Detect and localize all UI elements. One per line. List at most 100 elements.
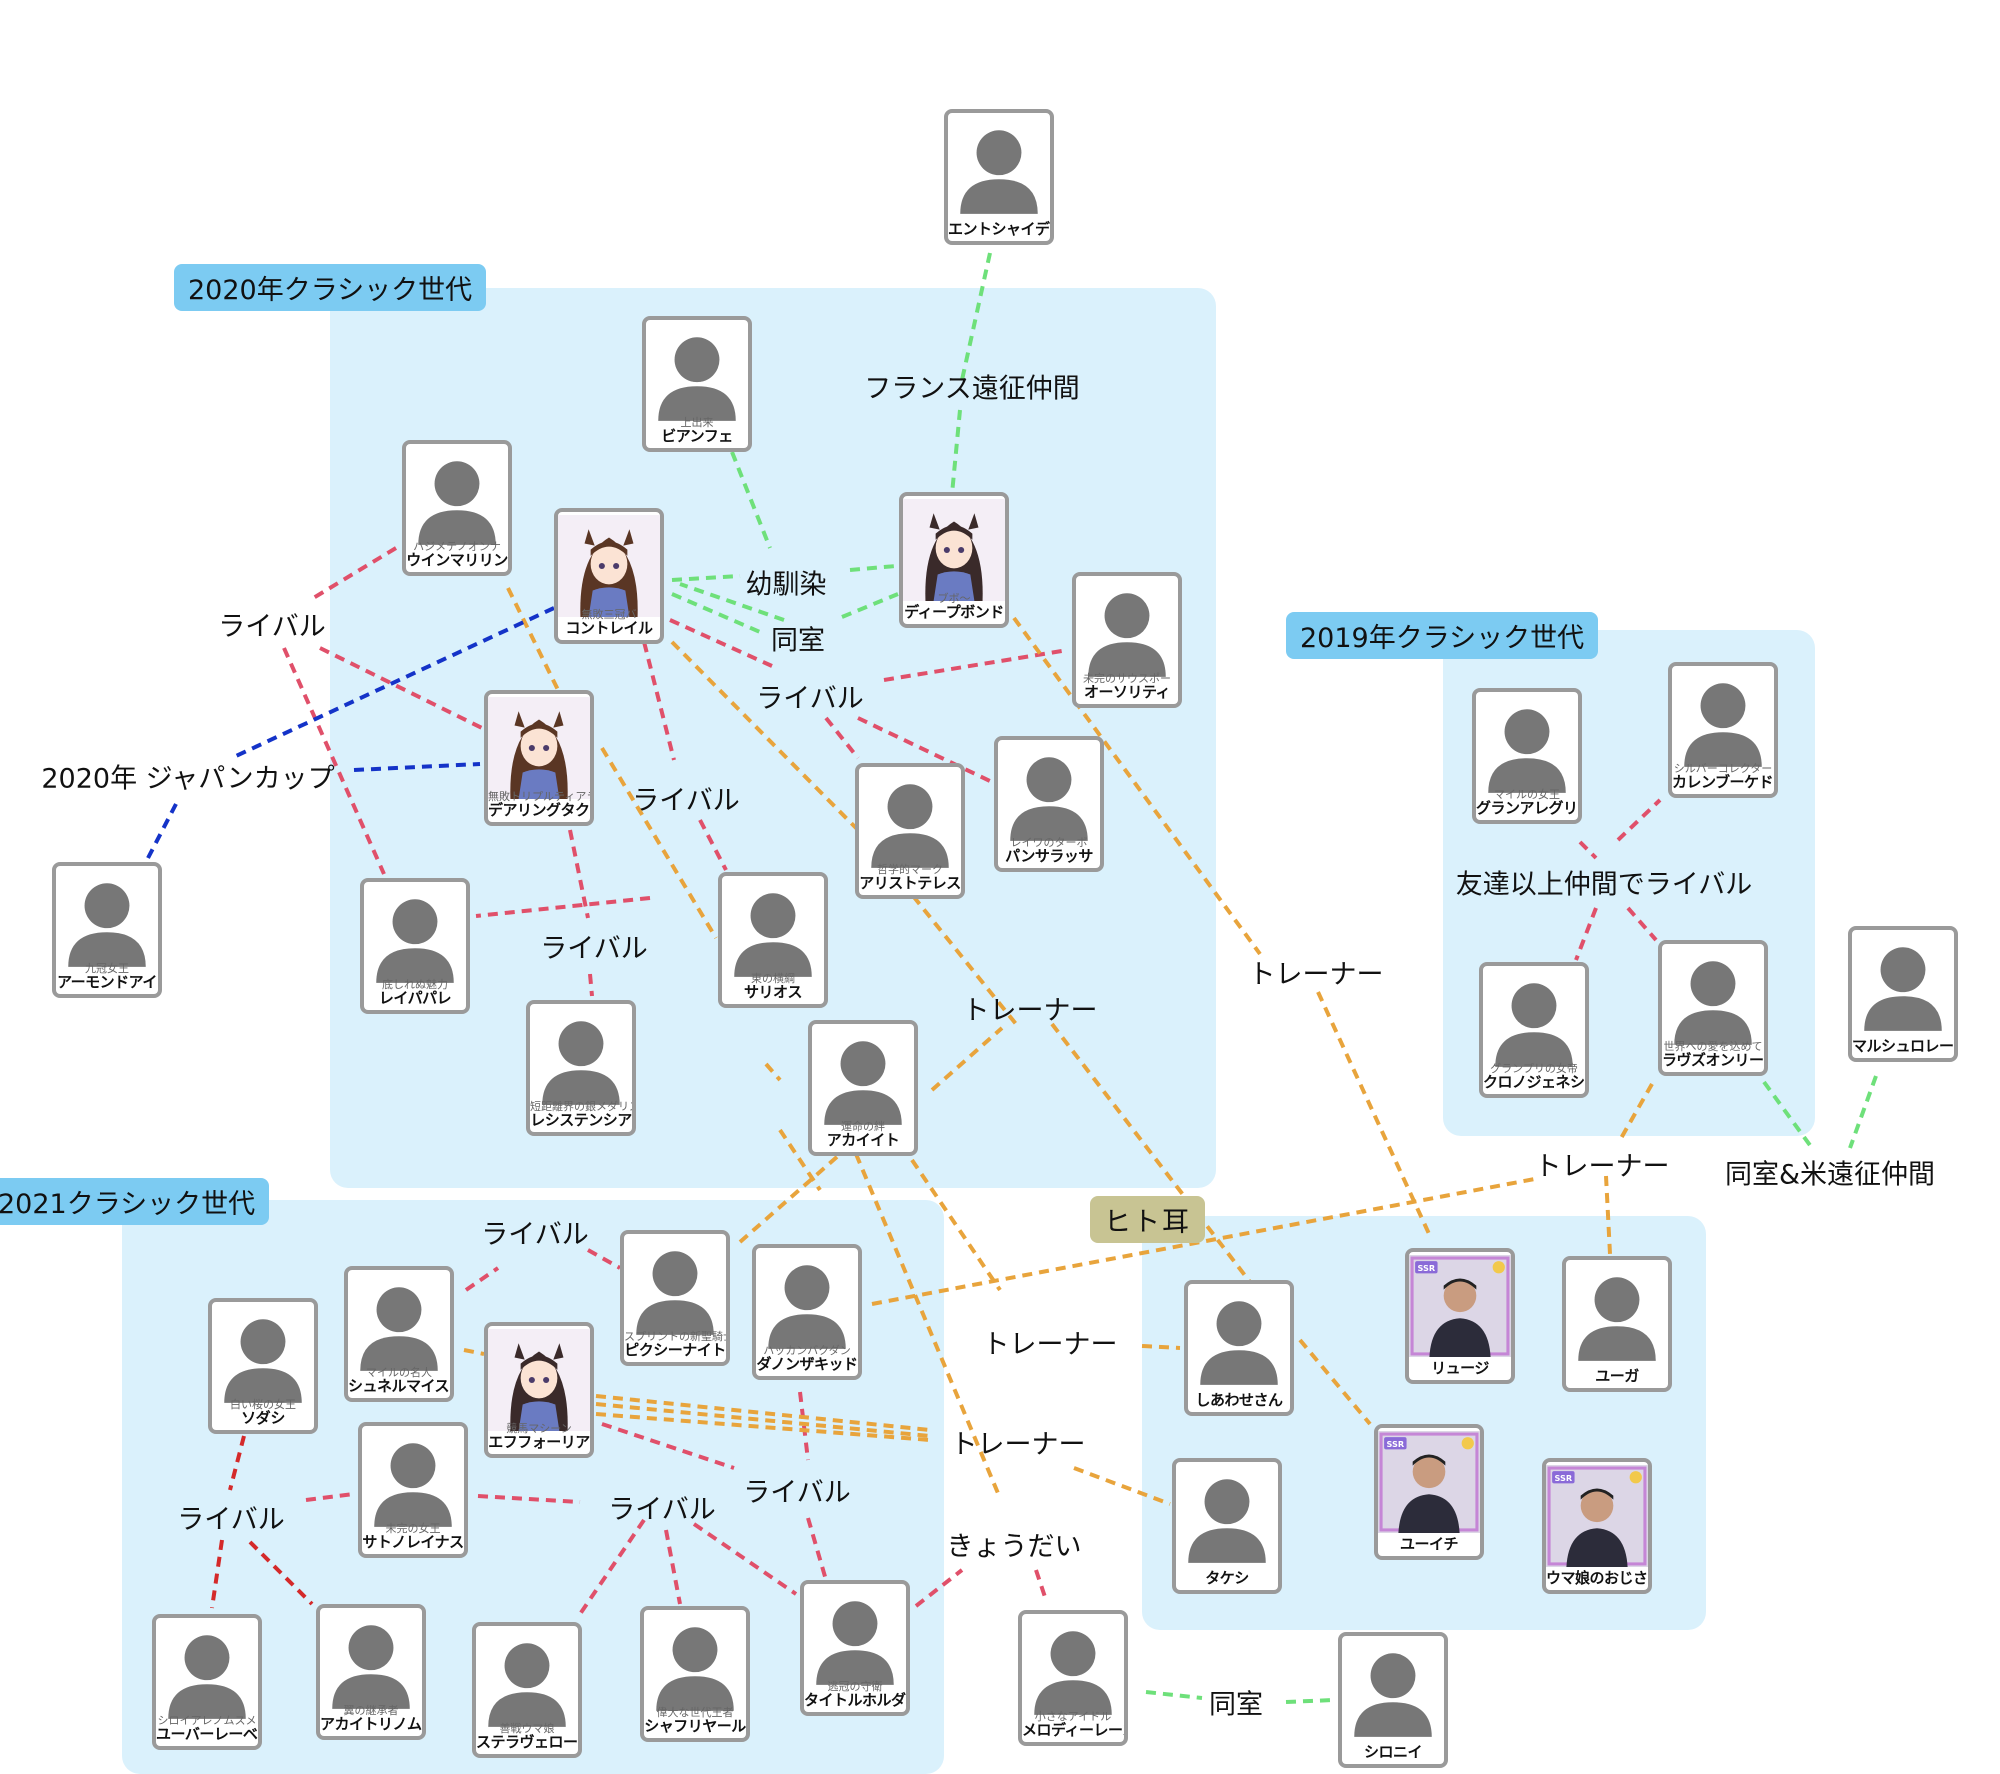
- relation-line: [664, 1529, 682, 1605]
- character-name: レシステンシア: [530, 1111, 632, 1129]
- relation-line: [1050, 1022, 1252, 1284]
- character-name: アリストテレス: [859, 874, 961, 892]
- person-silhouette-icon: [1476, 694, 1578, 798]
- character-node[interactable]: レイワのターボパンサラッサ: [994, 736, 1104, 872]
- character-node[interactable]: ブボ〜ディープボンド: [899, 492, 1009, 628]
- character-subtitle: マイルの女王: [1494, 788, 1560, 801]
- person-silhouette-icon: [320, 1610, 422, 1714]
- character-node[interactable]: ハジメテノオンナウインマリリン: [402, 440, 512, 576]
- relation-label: 友達以上仲間でライバル: [1455, 869, 1753, 901]
- character-subtitle: 上出来: [680, 416, 714, 429]
- character-node[interactable]: 哲学的マークアリストテレス: [855, 763, 965, 899]
- character-node[interactable]: 九冠女王アーモンドアイ: [52, 862, 162, 998]
- character-subtitle: 無敗トリプルティアラ: [488, 790, 590, 803]
- relation-label: ライバル: [743, 1477, 851, 1509]
- character-name: リュージ: [1431, 1359, 1489, 1377]
- character-node[interactable]: タケシ: [1172, 1458, 1282, 1594]
- character-node[interactable]: 底しれぬ魅力レイパパレ: [360, 878, 470, 1014]
- character-node[interactable]: 上出来ビアンフェ: [642, 316, 752, 452]
- character-subtitle: シルバーコレクター: [1673, 762, 1773, 775]
- group-human-title: ヒト耳: [1090, 1196, 1205, 1243]
- character-node[interactable]: 競馬マシーンエフフォーリア: [484, 1322, 594, 1458]
- character-node[interactable]: シロイアレノムスメユーバーレーベン: [152, 1614, 262, 1750]
- character-subtitle: 白い桜の女王: [230, 1398, 296, 1411]
- character-node[interactable]: シルバーコレクターカレンブーケドール: [1668, 662, 1778, 798]
- character-name: ソダシ: [241, 1409, 285, 1427]
- character-subtitle: スプリントの新聖騎士: [624, 1330, 726, 1343]
- group-2019-title: 2019年クラシック世代: [1286, 612, 1599, 659]
- character-name: マルシュロレーヌ: [1852, 1037, 1954, 1055]
- character-name: ダノンザキッド: [756, 1355, 858, 1373]
- character-node[interactable]: 短距離界の銀メダリストレシステンシア: [526, 1000, 636, 1136]
- relation-line: [798, 1391, 810, 1461]
- character-node[interactable]: 運命の絆アカイイト: [808, 1020, 918, 1156]
- character-node[interactable]: しあわせさん: [1184, 1280, 1294, 1416]
- character-node[interactable]: ハッカンバクダンダノンザキッド: [752, 1244, 862, 1380]
- character-name: タイトルホルダー: [804, 1691, 906, 1709]
- character-node[interactable]: ユーガ: [1562, 1256, 1672, 1392]
- character-subtitle: ブボ〜: [937, 592, 971, 605]
- character-node[interactable]: グランプリの女帝クロノジェネシス: [1479, 962, 1589, 1098]
- character-node[interactable]: エントシャイデン: [944, 109, 1054, 245]
- person-silhouette-icon: [948, 115, 1050, 219]
- relation-label: トレーナー: [1248, 959, 1384, 991]
- character-node[interactable]: スプリントの新聖騎士ピクシーナイト: [620, 1230, 730, 1366]
- person-silhouette-icon: [1672, 668, 1774, 772]
- relation-line: [950, 409, 962, 495]
- relation-label: トレーナー: [982, 1329, 1118, 1361]
- relation-line: [595, 1402, 931, 1438]
- character-node[interactable]: 白い桜の女王ソダシ: [208, 1298, 318, 1434]
- character-name: グランアレグリア: [1476, 799, 1578, 817]
- relation-label: トレーナー: [962, 995, 1098, 1027]
- person-silhouette-icon: [722, 878, 824, 982]
- character-node[interactable]: 無敗三冠バコントレイル: [554, 508, 664, 644]
- character-subtitle: グランプリの女帝: [1490, 1062, 1578, 1075]
- person-silhouette-icon: [1076, 578, 1178, 682]
- character-node[interactable]: 偉大な世代王者シャフリヤール: [640, 1606, 750, 1742]
- relation-label: トレーナー: [1534, 1151, 1670, 1183]
- character-node[interactable]: SSR リュージ: [1405, 1248, 1515, 1384]
- relation-label: ライバル: [218, 611, 326, 643]
- person-silhouette-icon: [476, 1628, 578, 1732]
- character-subtitle: 短距離界の銀メダリスト: [530, 1100, 632, 1113]
- person-silhouette-icon: [998, 742, 1100, 846]
- character-node[interactable]: 未完の女王サトノレイナス: [358, 1422, 468, 1558]
- character-node[interactable]: 東の横綱サリオス: [718, 872, 828, 1008]
- character-node[interactable]: 未完のサウスポーオーソリティ: [1072, 572, 1182, 708]
- character-node[interactable]: 逃冠の守衛タイトルホルダー: [800, 1580, 910, 1716]
- character-node[interactable]: 世界への愛を込めてラヴズオンリーユー: [1658, 940, 1768, 1076]
- character-name: ユーイチ: [1399, 1535, 1459, 1553]
- relation-line: [588, 973, 594, 997]
- portrait-image: [558, 514, 660, 618]
- character-name: エントシャイデン: [948, 220, 1050, 238]
- character-name: カレンブーケドール: [1672, 773, 1774, 791]
- character-name: ウマ娘のおじさん: [1546, 1569, 1648, 1587]
- relation-line: [824, 716, 860, 760]
- person-silhouette-icon: [362, 1428, 464, 1532]
- relation-label: 幼馴染: [745, 569, 827, 601]
- character-node[interactable]: 無敗トリプルティアラデアリングタクト: [484, 690, 594, 826]
- svg-text:SSR: SSR: [1418, 1263, 1436, 1273]
- group-2021-title: 2021クラシック世代: [0, 1178, 270, 1225]
- relation-line: [960, 252, 992, 381]
- person-silhouette-icon: [756, 1250, 858, 1354]
- character-node[interactable]: SSRウマ娘のおじさん: [1542, 1458, 1652, 1594]
- character-node[interactable]: マイルの名人シュネルマイスター: [344, 1266, 454, 1402]
- person-silhouette-icon: [1188, 1286, 1290, 1390]
- character-node[interactable]: マイルの女王グランアレグリア: [1472, 688, 1582, 824]
- character-subtitle: 小さなアイドル: [1034, 1710, 1112, 1723]
- character-node[interactable]: シロニイ: [1338, 1632, 1448, 1768]
- character-node[interactable]: 小さなアイドルメロディーレーン: [1018, 1610, 1128, 1746]
- person-silhouette-icon: [348, 1272, 450, 1376]
- character-name: レイパパレ: [378, 989, 452, 1007]
- character-name: シャフリヤール: [644, 1717, 746, 1735]
- relation-line: [1012, 616, 1262, 956]
- character-subtitle: ハジメテノオンナ: [413, 540, 501, 553]
- relation-label: 同室: [1209, 1689, 1263, 1721]
- person-silhouette-icon: [1342, 1638, 1444, 1742]
- character-node[interactable]: 善戦ウマ娘ステラヴェローチェ: [472, 1622, 582, 1758]
- relation-line: [670, 640, 862, 834]
- character-node[interactable]: マルシュロレーヌ: [1848, 926, 1958, 1062]
- character-node[interactable]: 翼の継承者アカイトリノムスメ: [316, 1604, 426, 1740]
